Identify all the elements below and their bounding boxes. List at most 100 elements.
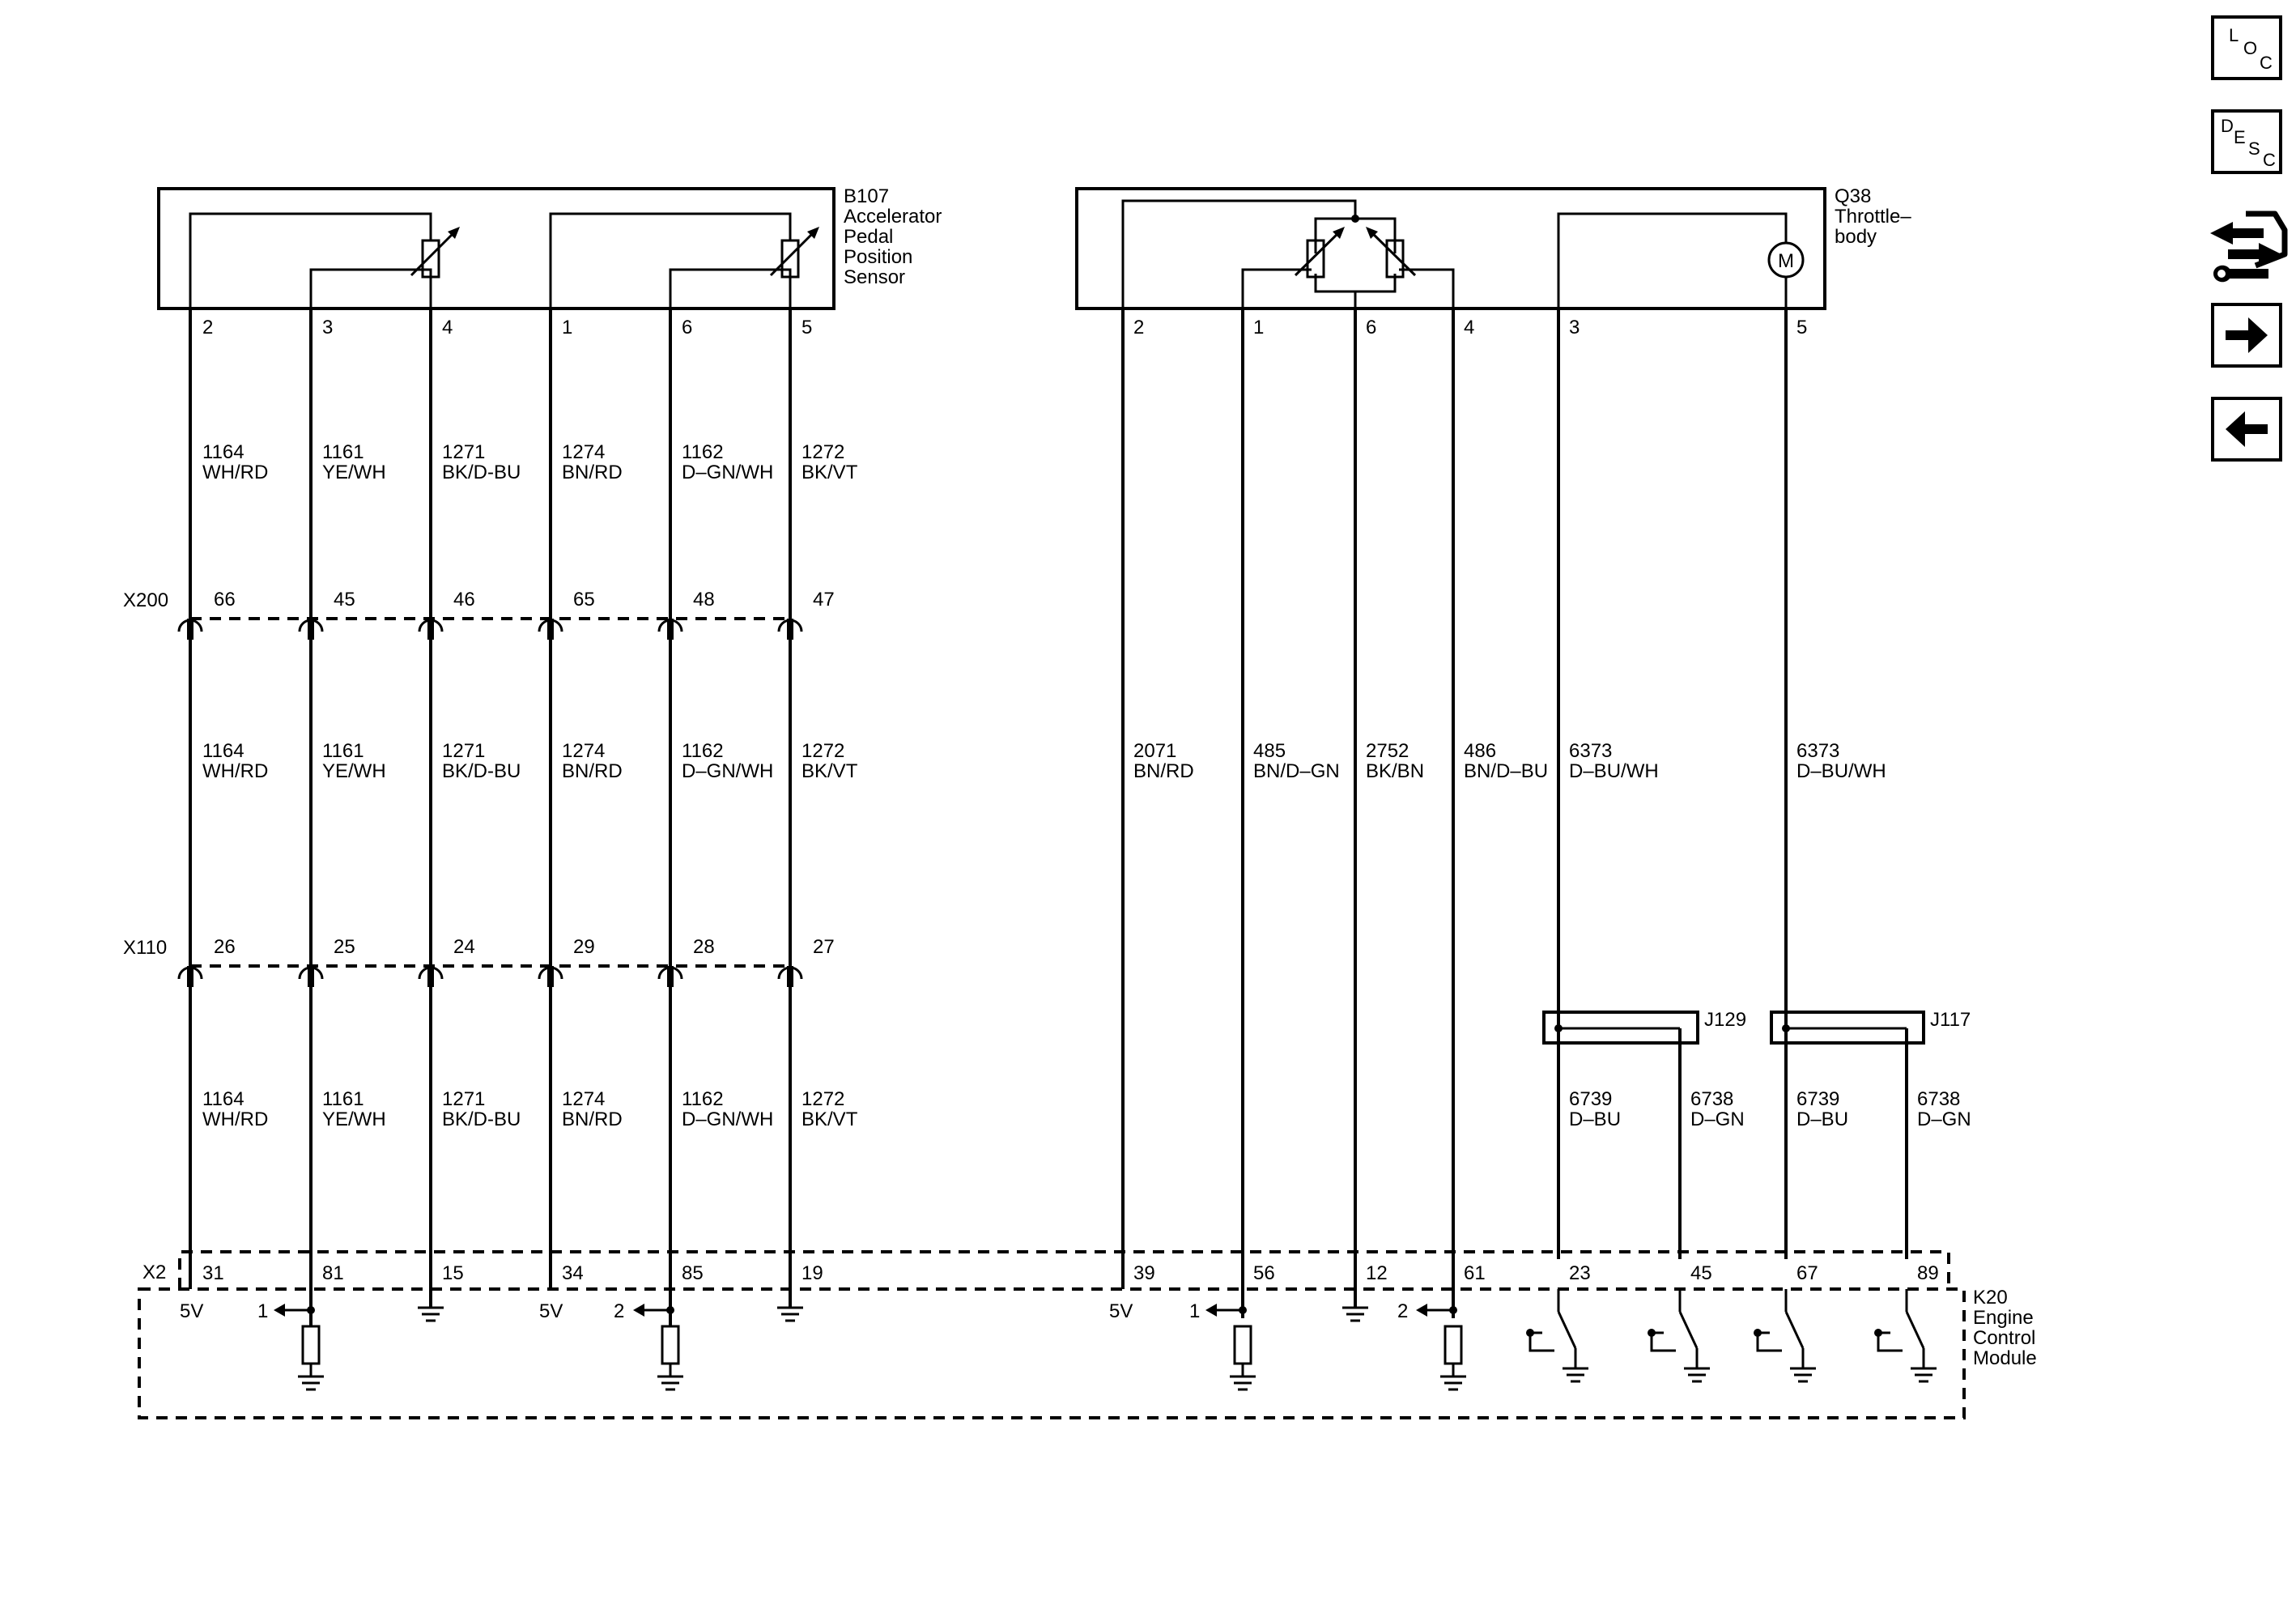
loc-letter-l: L	[2229, 25, 2239, 45]
b107-name-line-4: Sensor	[844, 266, 905, 288]
svg-text:2: 2	[1397, 1300, 1408, 1322]
svg-text:1161: 1161	[322, 1088, 364, 1110]
q38-internal-wiring-6	[1399, 268, 1455, 309]
throttle-wires	[1121, 309, 1788, 1318]
splice-output-wires	[1557, 1028, 1908, 1259]
svg-text:67: 67	[1796, 1262, 1818, 1284]
svg-text:29: 29	[573, 936, 595, 958]
svg-text:27: 27	[813, 936, 835, 958]
svg-text:45: 45	[334, 589, 355, 611]
previous-page-button[interactable]	[2211, 397, 2282, 462]
svg-text:28: 28	[693, 936, 715, 958]
svg-text:1271: 1271	[442, 740, 485, 762]
q38-internal-wiring-7	[1557, 212, 1788, 309]
svg-text:23: 23	[1569, 1262, 1591, 1284]
splice-labels: 6739 D–BU 6738 D–GN 6739 D–BU 6738 D–GN …	[1569, 1088, 1971, 1284]
svg-text:1272: 1272	[801, 441, 844, 463]
svg-text:56: 56	[1253, 1262, 1275, 1284]
svg-text:1271: 1271	[442, 441, 485, 463]
desc-letter-c: C	[2263, 150, 2276, 170]
svg-text:D–GN/WH: D–GN/WH	[682, 1108, 773, 1130]
svg-text:31: 31	[202, 1262, 224, 1284]
svg-text:1161: 1161	[322, 740, 364, 762]
q38-ref-label: Q38	[1835, 185, 1871, 207]
svg-text:5: 5	[801, 317, 812, 338]
svg-text:6: 6	[682, 317, 692, 338]
svg-text:25: 25	[334, 936, 355, 958]
motor-symbol-label: M	[1778, 250, 1794, 272]
b107-component-box	[157, 187, 835, 310]
svg-text:2: 2	[614, 1300, 624, 1322]
j117-label: J117	[1930, 1009, 1971, 1031]
diagram-static-linework	[138, 187, 1966, 1419]
desc-letter-e: E	[2234, 127, 2246, 147]
k20-name-line-2: Control	[1973, 1327, 2035, 1349]
desc-letter-s: S	[2248, 138, 2260, 159]
throttle-motor-symbol	[1767, 241, 1805, 279]
svg-text:1274: 1274	[562, 1088, 605, 1110]
svg-text:1164: 1164	[202, 441, 244, 463]
k20-name-line-1: Engine	[1973, 1307, 2034, 1329]
k20-module-outline	[138, 1287, 1966, 1419]
svg-text:3: 3	[1569, 317, 1580, 338]
b107-internal-wiring-1	[189, 212, 432, 309]
svg-text:48: 48	[693, 589, 715, 611]
q38-name-line-1: Throttle–	[1835, 206, 1911, 228]
j129-label: J129	[1704, 1009, 1746, 1031]
svg-text:1: 1	[562, 317, 572, 338]
throttle-labels: 2 1 6 4 3 5 2071 BN/RD 485 BN/D–GN 2752 …	[1133, 317, 1886, 1284]
svg-text:1162: 1162	[682, 441, 724, 463]
svg-text:D–BU: D–BU	[1796, 1108, 1848, 1130]
b107-name-line-3: Position	[844, 246, 912, 268]
svg-text:45: 45	[1690, 1262, 1712, 1284]
b107-ref-label: B107	[844, 185, 889, 207]
svg-text:1162: 1162	[682, 740, 724, 762]
location-button[interactable]: L O C	[2211, 15, 2282, 80]
svg-text:1164: 1164	[202, 740, 244, 762]
svg-text:46: 46	[453, 589, 475, 611]
b107-internal-wiring-2	[309, 268, 432, 309]
connector-tools-icon	[2210, 211, 2288, 283]
svg-text:85: 85	[682, 1262, 704, 1284]
svg-text:12: 12	[1366, 1262, 1388, 1284]
ecm-output-switches	[1526, 1289, 1937, 1383]
svg-text:2: 2	[1133, 317, 1144, 338]
k20-ref-label: K20	[1973, 1287, 2008, 1308]
loc-letter-c: C	[2260, 53, 2273, 73]
svg-text:D–BU/WH: D–BU/WH	[1569, 760, 1659, 782]
svg-text:WH/RD: WH/RD	[202, 760, 268, 782]
connector-tools-button[interactable]	[2204, 209, 2288, 290]
j117-splice-box	[1770, 1011, 1925, 1045]
svg-text:5: 5	[1796, 317, 1807, 338]
svg-text:81: 81	[322, 1262, 344, 1284]
apps-wires	[189, 309, 792, 1259]
arrow-left-icon	[2226, 411, 2268, 447]
description-button[interactable]: D E S C	[2211, 109, 2282, 174]
ecm-apps-internals	[189, 1259, 1463, 1377]
svg-text:39: 39	[1133, 1262, 1155, 1284]
q38-internal-wiring-1	[1121, 199, 1357, 309]
svg-text:BK/VT: BK/VT	[801, 1108, 858, 1130]
svg-text:BK/D-BU: BK/D-BU	[442, 462, 521, 483]
svg-text:1272: 1272	[801, 740, 844, 762]
svg-text:WH/RD: WH/RD	[202, 462, 268, 483]
svg-text:26: 26	[214, 936, 236, 958]
svg-text:89: 89	[1917, 1262, 1939, 1284]
svg-text:BN/D–GN: BN/D–GN	[1253, 760, 1340, 782]
svg-text:6738: 6738	[1917, 1088, 1960, 1110]
svg-text:34: 34	[562, 1262, 584, 1284]
b107-internal-wiring-4	[549, 212, 792, 309]
svg-text:5V: 5V	[539, 1300, 563, 1322]
svg-text:BK/D-BU: BK/D-BU	[442, 1108, 521, 1130]
svg-text:6739: 6739	[1796, 1088, 1839, 1110]
svg-text:BN/D–BU: BN/D–BU	[1464, 760, 1548, 782]
svg-text:6738: 6738	[1690, 1088, 1733, 1110]
ground-symbols	[298, 1306, 1466, 1391]
svg-text:65: 65	[573, 589, 595, 611]
svg-text:BN/RD: BN/RD	[562, 760, 623, 782]
svg-text:3: 3	[322, 317, 333, 338]
next-page-button[interactable]	[2211, 303, 2282, 368]
loc-letter-o: O	[2243, 38, 2258, 58]
desc-letter-d: D	[2221, 116, 2234, 136]
